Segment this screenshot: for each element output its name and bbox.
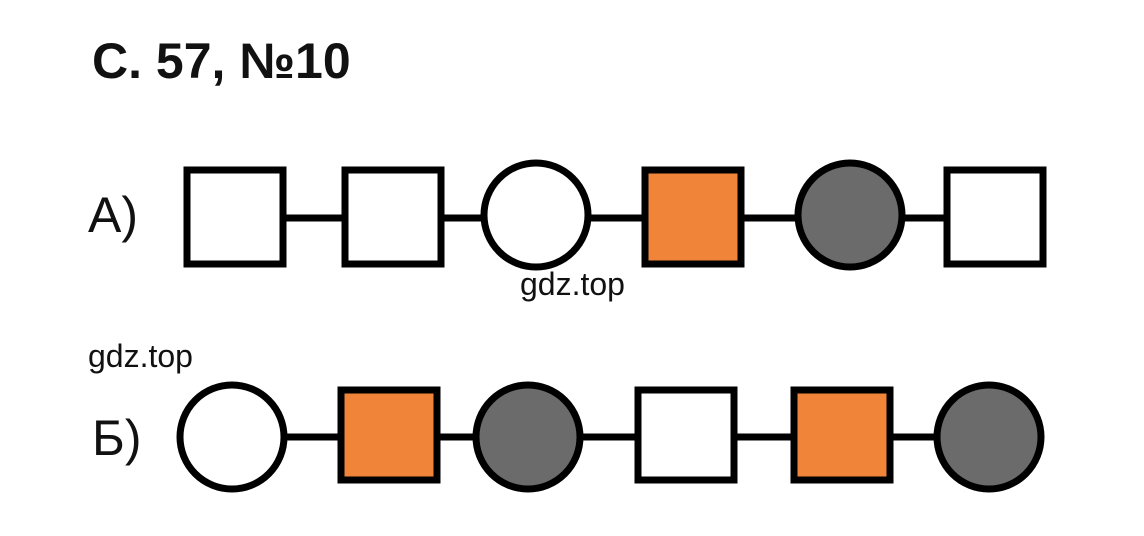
white-circle-1 — [176, 381, 288, 493]
gray-circle-3 — [472, 381, 584, 493]
orange-square-5 — [790, 386, 894, 484]
white-circle-3 — [480, 159, 592, 271]
white-square-4 — [634, 386, 738, 484]
gray-circle-5 — [794, 159, 906, 271]
row-a-label: А) — [88, 187, 138, 243]
white-square-2 — [341, 166, 445, 268]
watermark-bottom: gdz.top — [88, 338, 193, 374]
watermark-top: gdz.top — [520, 266, 625, 302]
exercise-title: С. 57, №10 — [92, 33, 351, 89]
orange-square-4 — [641, 166, 745, 268]
sequence-row-b — [176, 381, 1045, 493]
gray-circle-6 — [933, 381, 1045, 493]
sequence-row-a — [183, 159, 1047, 271]
white-square-6 — [943, 166, 1047, 268]
orange-square-2 — [337, 386, 441, 484]
white-square-1 — [183, 166, 287, 268]
row-b-label: Б) — [92, 410, 142, 466]
